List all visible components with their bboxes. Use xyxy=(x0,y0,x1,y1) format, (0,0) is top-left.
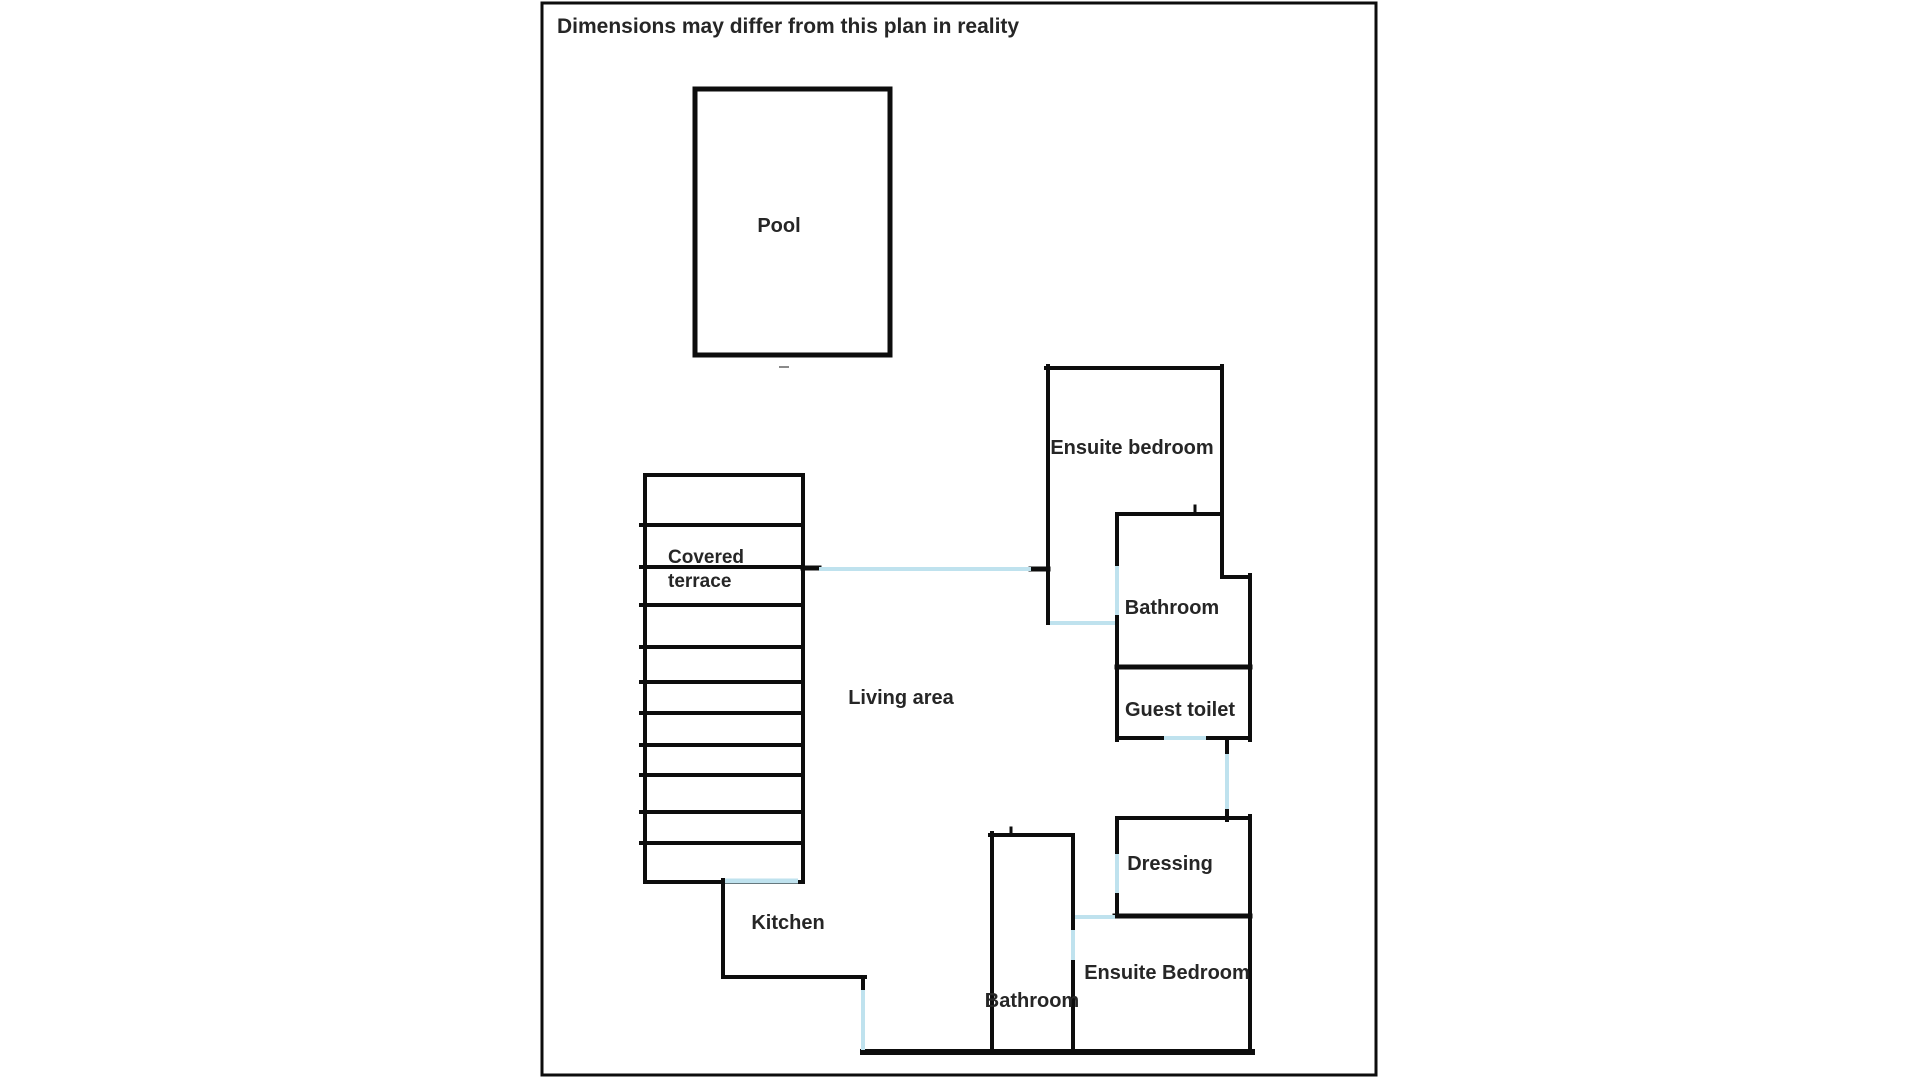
kitchen-label: Kitchen xyxy=(751,912,824,934)
plan-border xyxy=(540,1,1378,1077)
plan-disclaimer: Dimensions may differ from this plan in … xyxy=(557,15,1019,38)
covered-terrace-label-line2: terrace xyxy=(668,571,731,592)
bathroom-top-label: Bathroom xyxy=(1125,597,1219,619)
covered-terrace-label-line1: Covered xyxy=(668,547,744,568)
bathroom-bottom-label: Bathroom xyxy=(985,990,1079,1012)
ensuite-bedroom-bottom-label: Ensuite Bedroom xyxy=(1084,962,1250,984)
guest-toilet-label: Guest toilet xyxy=(1125,699,1235,721)
terrace-outline xyxy=(643,473,805,884)
wall-group xyxy=(639,86,1255,1055)
ensuite-bedroom-top-label: Ensuite bedroom xyxy=(1050,437,1213,459)
pool-label: Pool xyxy=(757,215,800,237)
living-area-label: Living area xyxy=(848,687,954,709)
door-group xyxy=(725,566,1229,1050)
dressing-label: Dressing xyxy=(1127,853,1213,875)
pool-outline xyxy=(692,86,893,358)
